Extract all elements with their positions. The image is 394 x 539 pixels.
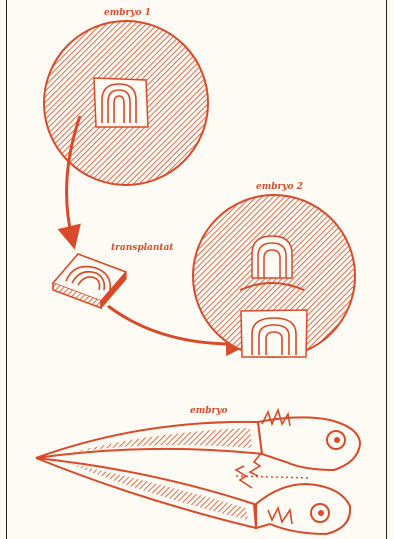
lower-pupil <box>318 510 324 516</box>
upper-limb <box>250 452 262 476</box>
lower-tail-fin <box>36 458 256 528</box>
embryo-1-tissue-square <box>94 78 148 127</box>
transplant-label: transplantat <box>111 243 174 253</box>
embryo-2-group: embryo 2 <box>193 182 355 357</box>
embryo-2-label: embryo 2 <box>256 182 303 192</box>
lower-head <box>256 484 350 534</box>
embryo-2-graft-square <box>241 310 307 357</box>
embryo-label: embryo <box>190 406 228 416</box>
lower-limb <box>236 466 252 488</box>
lower-tail-hatching <box>70 464 248 520</box>
union-dotted-line <box>236 476 310 478</box>
transplant-piece: transplantat <box>53 243 174 308</box>
two-headed-embryo-group: embryo <box>36 406 360 534</box>
upper-pupil <box>334 437 340 443</box>
embryo-1-label: embryo 1 <box>104 8 151 18</box>
